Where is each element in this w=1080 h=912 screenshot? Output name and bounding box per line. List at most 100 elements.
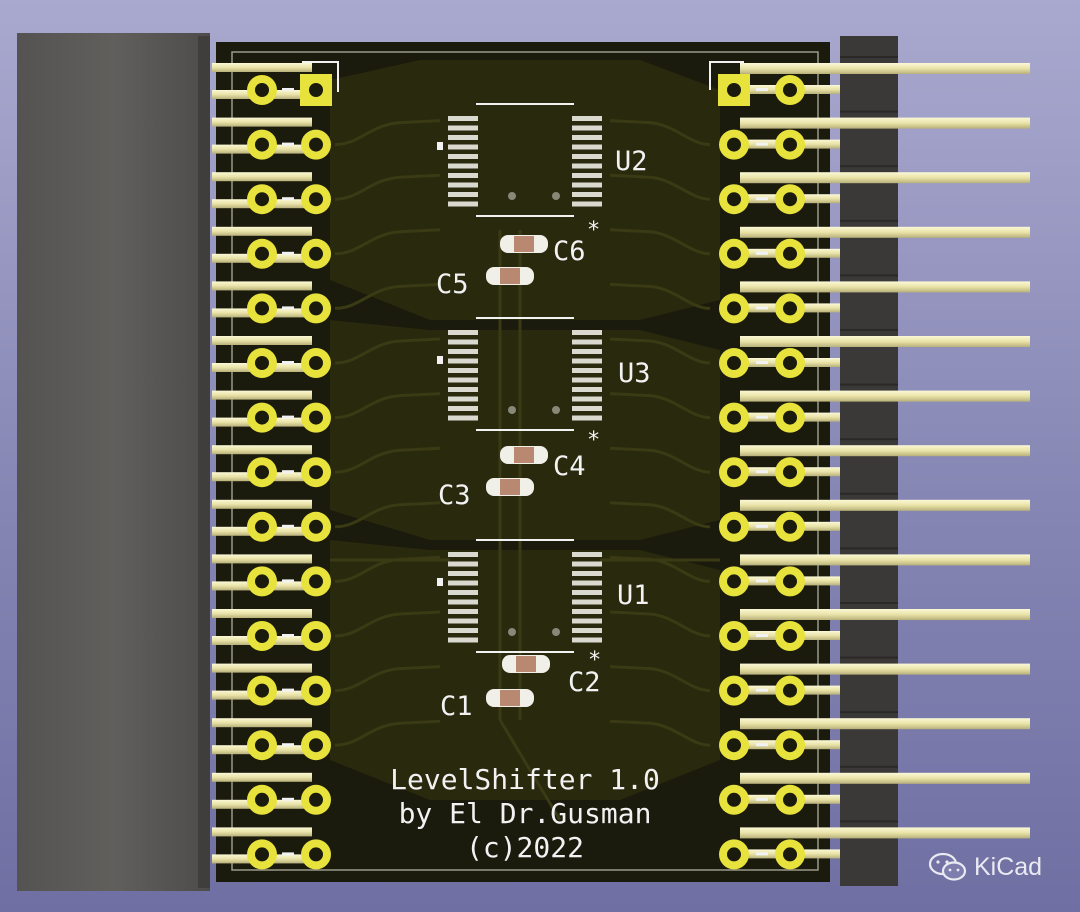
trace-right — [609, 665, 711, 693]
left-pin — [212, 281, 312, 291]
ic-pad-left — [448, 201, 478, 207]
header-divider — [840, 602, 898, 604]
pad-silk-dash — [282, 361, 294, 364]
pad-hole — [309, 629, 323, 643]
pad-silk-dash — [756, 470, 768, 474]
pad-silk-dash — [756, 88, 768, 91]
right-pin — [740, 336, 1030, 347]
left-pin — [212, 445, 312, 455]
pad-hole — [727, 847, 741, 862]
ic-u1 — [437, 539, 602, 653]
header-divider — [840, 820, 898, 823]
right-pin — [740, 718, 1030, 730]
pad-hole — [309, 192, 323, 207]
ic-pad-left — [448, 358, 478, 364]
pad-silk-dash — [282, 470, 294, 474]
ic-pad-right — [572, 609, 602, 614]
ic-pad-right — [572, 330, 602, 335]
ic-pad-right — [572, 182, 602, 188]
trace-right — [609, 282, 711, 310]
pad-hole — [309, 137, 323, 152]
capacitor-c2 — [502, 655, 550, 673]
ic-pad-right — [572, 201, 602, 207]
pad-hole — [727, 519, 741, 534]
right-pin1-marker — [709, 61, 744, 90]
capacitor-c1 — [486, 689, 534, 707]
ic-outline — [476, 103, 574, 217]
right-pin — [740, 827, 1030, 839]
cap-center — [514, 447, 534, 463]
pad-hole — [255, 574, 269, 589]
right-pin — [740, 172, 1030, 184]
pad-hole — [309, 683, 323, 698]
right-pin — [740, 772, 1030, 784]
pad-silk-dash — [756, 852, 768, 856]
pad-hole — [727, 83, 741, 97]
ic-footprints — [437, 103, 602, 653]
trace-left — [334, 610, 441, 638]
pad-hole — [783, 519, 797, 534]
header-divider — [840, 711, 898, 714]
left-pin — [212, 390, 312, 400]
ic-pad-left — [448, 415, 478, 421]
pad-silk-dash — [756, 361, 768, 364]
pad-hole — [727, 192, 741, 207]
capacitor-c4 — [500, 446, 548, 464]
header-divider — [840, 547, 898, 550]
board-author: by El Dr.Gusman — [398, 797, 652, 830]
left-female-header-edge — [198, 36, 210, 888]
right-pin — [740, 663, 1030, 675]
pad-hole — [727, 246, 741, 261]
ic-u3 — [437, 317, 602, 431]
pad-hole — [255, 246, 269, 261]
pad-hole — [309, 465, 323, 480]
trace-left — [334, 228, 441, 256]
trace-right — [609, 173, 711, 201]
ic-pad-right — [572, 358, 602, 364]
copper-traces — [330, 119, 720, 821]
pad-hole — [255, 356, 269, 370]
pad-hole — [727, 137, 741, 152]
left-pin — [212, 117, 312, 127]
header-divider — [840, 765, 898, 768]
pad-hole — [727, 356, 741, 370]
header-divider — [840, 492, 898, 495]
pad-hole — [783, 792, 797, 807]
pad-hole — [255, 192, 269, 207]
ic-label-u1: U1 — [617, 580, 650, 611]
pad-hole — [727, 629, 741, 643]
ic-pad-right — [572, 590, 602, 595]
left-pad-column — [247, 74, 332, 870]
ic-label-u3: U3 — [618, 358, 651, 389]
ic-pad-left — [448, 192, 478, 197]
left-pin — [212, 499, 312, 509]
trace-left — [334, 446, 441, 474]
pad-silk-dash — [282, 88, 294, 91]
pad-silk-dash — [756, 634, 768, 637]
header-divider — [840, 219, 898, 222]
pad-hole — [255, 83, 269, 97]
pad-silk-dash — [756, 579, 768, 583]
pad-hole — [255, 792, 269, 807]
right-header-pins — [740, 56, 1030, 859]
pad-hole — [309, 574, 323, 589]
ic-pad-right — [572, 552, 602, 557]
pad-silk-dash — [756, 415, 768, 419]
ic-pad-right — [572, 163, 602, 169]
pad-silk-dash — [282, 142, 294, 146]
header-divider — [840, 165, 898, 168]
ic-pad-left — [448, 154, 478, 159]
ic-pad-left — [448, 599, 478, 605]
pad-hole — [255, 519, 269, 534]
trace-right — [609, 337, 711, 365]
ic-pad-left — [448, 590, 478, 595]
header-divider — [840, 383, 898, 386]
pad-hole — [783, 465, 797, 480]
pad-silk-dash — [282, 743, 294, 747]
left-pin — [212, 172, 312, 182]
trace-right — [609, 119, 711, 147]
ic-pad-right — [572, 406, 602, 411]
ic-pad-left — [448, 571, 478, 576]
ic-pin1-dot — [437, 356, 443, 364]
trace-power — [498, 230, 522, 720]
